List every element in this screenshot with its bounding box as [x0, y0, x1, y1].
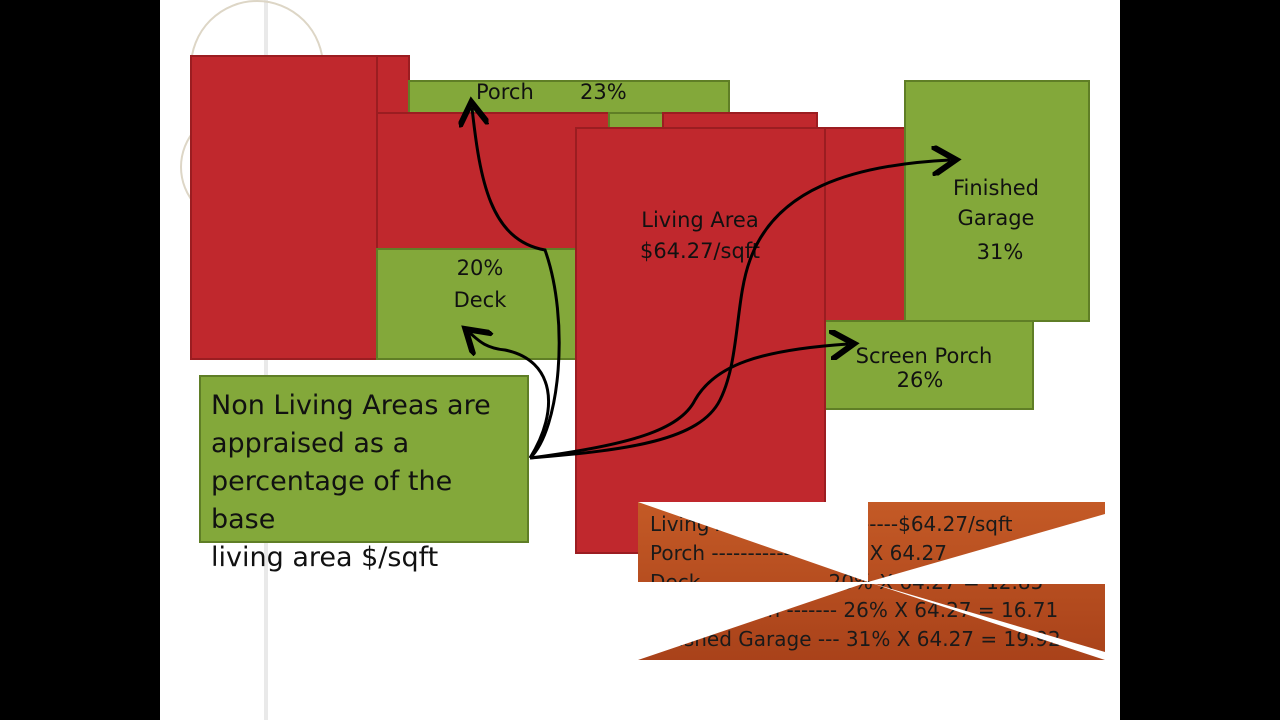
note-line: Non Living Areas are: [211, 390, 491, 421]
arrow-to-deck: [470, 333, 551, 459]
wipe-wedge-left: [638, 582, 868, 660]
living-block-middle: [376, 112, 610, 250]
wipe-wedge-top: [638, 502, 868, 582]
living-area-label: Living Area: [641, 208, 759, 232]
wipe-wedge-right-lower: [868, 582, 1105, 660]
garage-label-line2: Garage: [957, 206, 1035, 230]
screen-porch-label: Screen Porch: [855, 344, 993, 368]
note-line: living area $/sqft: [211, 542, 439, 573]
wipe-transition-overlay: [638, 502, 1105, 660]
porch-label: Porch: [476, 80, 534, 104]
living-area-block: [575, 127, 826, 554]
calculation-box: Living Area ------------------$64.27/sqf…: [638, 502, 1105, 660]
arrow-to-porch: [472, 108, 561, 460]
wipe-gap: [638, 582, 1105, 584]
arrow-to-finished-garage: [529, 160, 950, 460]
living-area-rate: $64.27/sqft: [639, 239, 761, 263]
porch-percent: 23%: [580, 80, 627, 104]
note-line: percentage of the base: [211, 466, 453, 535]
living-block-left: [190, 55, 378, 360]
arrows-layer: [160, 0, 1120, 460]
deck-label: Deck: [453, 288, 507, 312]
wipe-wedge-right-upper: [868, 514, 1105, 582]
garage-percent: 31%: [976, 240, 1024, 264]
slide-divider-line: [264, 0, 268, 720]
screen-porch-percent: 26%: [896, 368, 944, 392]
deck-percent: 20%: [456, 256, 504, 280]
slide: Porch 23% Living Area $64.27/sqft 20% De…: [160, 0, 1120, 720]
note-box: Non Living Areas are appraised as a perc…: [199, 375, 529, 573]
garage-label-line1: Finished: [952, 176, 1040, 200]
arrow-to-screen-porch: [529, 344, 848, 460]
note-line: appraised as a: [211, 428, 410, 459]
